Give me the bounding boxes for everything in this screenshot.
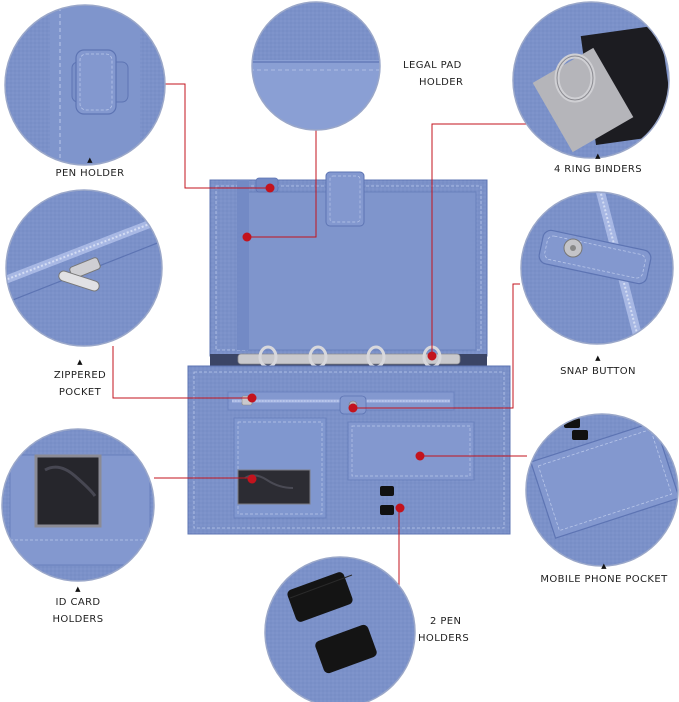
label-legal-pad-holder: LEGAL PAD HOLDER (403, 60, 464, 88)
callout-dots (242, 183, 437, 513)
label-pen-holder: ▲ PEN HOLDER (50, 156, 130, 182)
pen-loop (380, 486, 394, 496)
detail-snap-button (520, 191, 674, 345)
detail-ring-binders (512, 1, 670, 159)
callout-lines (112, 83, 530, 586)
detail-legal-pad (251, 1, 381, 131)
id-window (237, 469, 311, 505)
pen-loop (380, 505, 394, 515)
phone-pocket (347, 421, 475, 481)
detail-pen-holders (264, 556, 416, 702)
detail-zippered-pocket (5, 189, 163, 347)
pen-holder-strip (237, 180, 249, 350)
triangle-up-icon: ▲ (595, 152, 601, 160)
label-zippered-pocket: ▲ ZIPPERED POCKET (40, 358, 120, 401)
triangle-up-icon: ▲ (77, 358, 83, 366)
detail-phone-pocket (525, 413, 679, 567)
ring-binder-bar (237, 353, 461, 365)
label-ring-binders: ▲ 4 RING BINDERS (548, 152, 648, 178)
closure-strap (325, 171, 365, 227)
label-snap-button: ▲ SNAP BUTTON (548, 354, 648, 380)
detail-pen-holder (4, 4, 166, 166)
triangle-up-icon: ▲ (595, 354, 601, 362)
triangle-up-icon: ▲ (87, 156, 93, 164)
triangle-up-icon: ▲ (601, 562, 607, 570)
padfolio-main (187, 171, 511, 535)
label-mobile-phone-pocket: ▲ MOBILE PHONE POCKET (535, 562, 673, 588)
label-id-card-holders: ▲ ID CARD HOLDERS (38, 585, 118, 628)
detail-id-card (1, 428, 155, 582)
triangle-up-icon: ▲ (75, 585, 81, 593)
label-2-pen-holders: 2 PEN HOLDERS (418, 616, 470, 644)
